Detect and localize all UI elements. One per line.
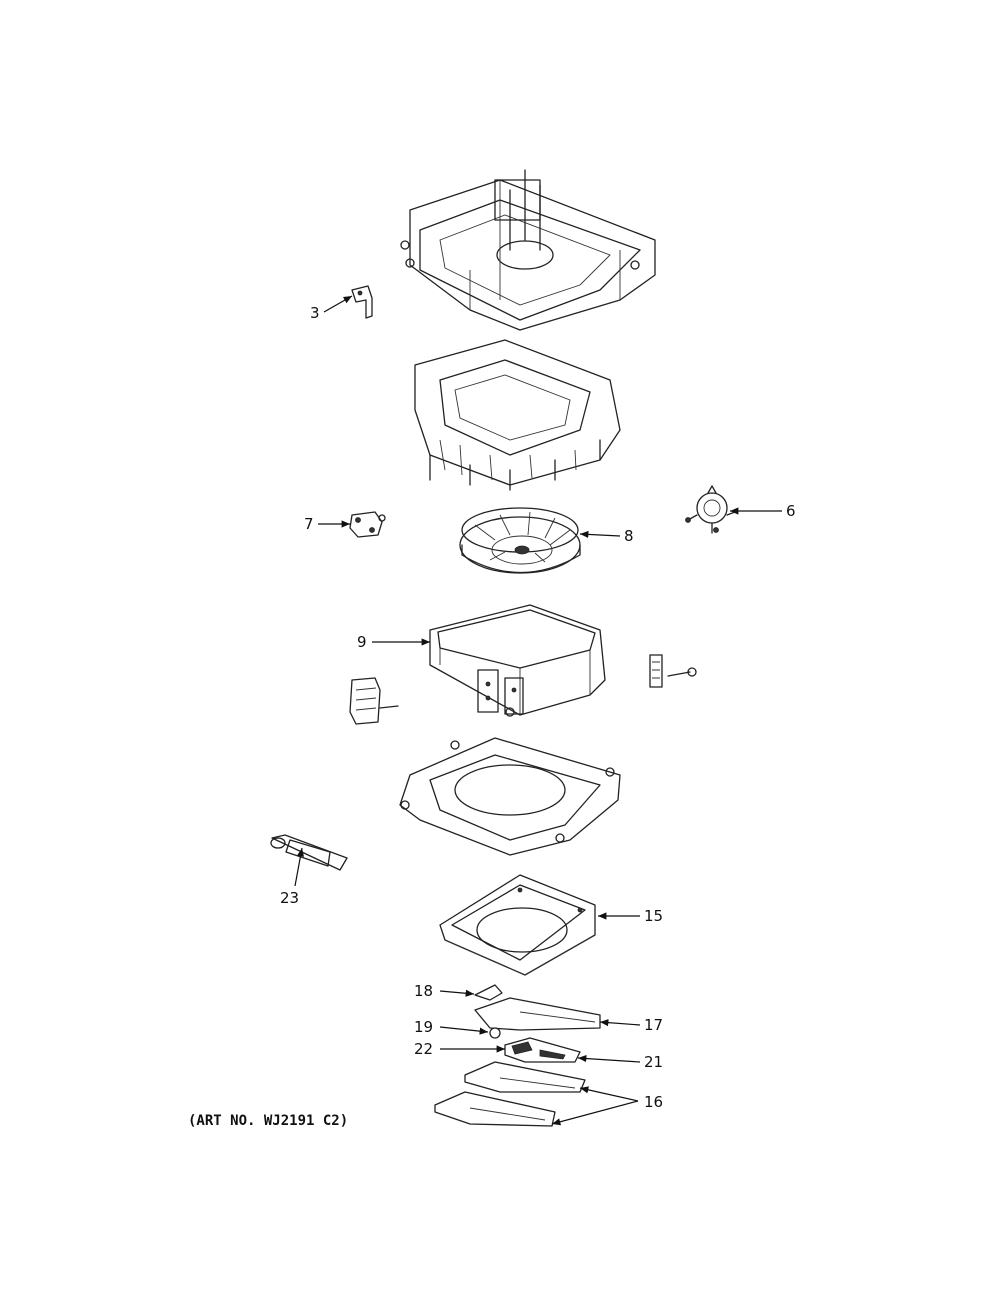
part-17-bracket — [474, 997, 601, 1031]
part-15-tray — [439, 874, 596, 976]
callout-7: 7 — [304, 515, 314, 533]
bracket-part-right — [649, 654, 697, 688]
part-9-heater-box — [429, 604, 606, 717]
leader-3 — [323, 295, 353, 313]
top-housing-part — [400, 169, 656, 331]
part-16-rails — [434, 1061, 586, 1127]
part-18-piece — [474, 984, 503, 1001]
part-3-clip — [351, 285, 373, 319]
art-number: (ART NO. WJ2191 C2) — [188, 1113, 348, 1129]
callout-labels: 3 6 7 8 9 15 16 17 18 19 21 22 23 — [280, 304, 796, 1111]
base-frame-part — [399, 737, 621, 856]
part-21-22-assembly — [504, 1037, 581, 1063]
part-8-fan — [459, 507, 581, 574]
callout-21: 21 — [644, 1053, 663, 1071]
leader-8 — [579, 530, 621, 539]
leader-16a — [579, 1086, 639, 1102]
callout-16: 16 — [644, 1093, 663, 1111]
leader-lines — [294, 295, 782, 1126]
callout-17: 17 — [644, 1016, 663, 1034]
callout-19: 19 — [414, 1018, 433, 1036]
leader-23 — [294, 847, 305, 887]
callout-3: 3 — [310, 304, 320, 322]
callout-15: 15 — [644, 907, 663, 925]
leader-21 — [577, 1054, 641, 1063]
callout-6: 6 — [786, 502, 796, 520]
leader-18 — [439, 989, 475, 997]
part-7-switch — [349, 511, 386, 538]
callout-23: 23 — [280, 889, 299, 907]
leader-19 — [439, 1026, 489, 1035]
bracket-part-left — [349, 677, 399, 725]
part-19-nut — [489, 1027, 501, 1039]
leader-16b — [551, 1100, 639, 1126]
callout-9: 9 — [357, 633, 367, 651]
heater-frame-part — [414, 339, 621, 491]
callout-18: 18 — [414, 982, 433, 1000]
leader-17 — [599, 1019, 641, 1027]
callout-22: 22 — [414, 1040, 433, 1058]
part-23-tube — [270, 834, 348, 871]
callout-8: 8 — [624, 527, 634, 545]
part-6-motor — [685, 485, 736, 534]
